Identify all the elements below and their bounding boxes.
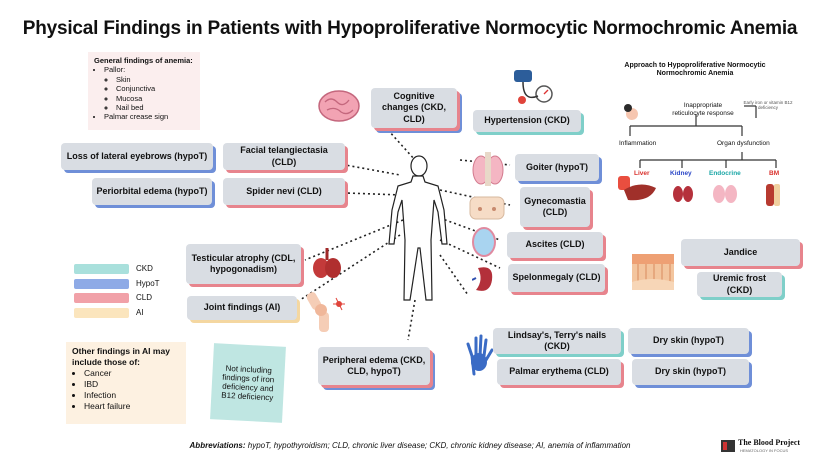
approach-inappropriate: Inappropriate reticulocyte response [672, 102, 734, 117]
nails-box: Lindsay's, Terry's nails (CKD) [493, 328, 621, 354]
lateral-eyebrows-box: Loss of lateral eyebrows (hypoT) [61, 143, 213, 170]
ai-item: Cancer [84, 368, 180, 379]
periorbital-edema-box: Periorbital edema (hypoT) [92, 178, 212, 205]
organ-label-liver: Liver [634, 170, 650, 177]
organ-label-kidney: Kidney [670, 170, 692, 177]
knee-joint-icon [306, 292, 345, 332]
uremic-frost-box: Uremic frost (CKD) [697, 272, 782, 297]
ascites-box: Ascites (CLD) [507, 232, 603, 258]
blood-pressure-icon [514, 70, 553, 104]
spider-nevi-box: Spider nevi (CLD) [223, 178, 345, 205]
approach-title: Approach to Hypoproliferative Normocytic… [624, 62, 766, 78]
goiter-box: Goiter (hypoT) [515, 154, 599, 181]
abbreviations-text: hypoT, hypothyroidism; CLD, chronic live… [245, 441, 631, 450]
abbreviations-line: Abbreviations: hypoT, hypothyroidism; CL… [0, 441, 820, 450]
book-logo-icon [721, 440, 735, 452]
ai-item: IBD [84, 379, 180, 390]
logo-name: The Blood Project [738, 438, 801, 447]
general-findings-heading: General findings of anemia: [94, 56, 193, 65]
brain-icon [318, 90, 360, 122]
legend-swatch-ai [74, 308, 129, 318]
legend-swatch-hypot [74, 279, 129, 289]
logo-subtitle: HEMATOLOGY IN FOCUS [740, 448, 789, 453]
legend-label-ckd: CKD [136, 264, 153, 273]
abdomen-icon [472, 227, 496, 257]
dry-skin-box: Dry skin (hypoT) [628, 328, 749, 354]
pallor-item: Mucosa [116, 94, 194, 103]
splenomegaly-box: Spelonmegaly (CLD) [508, 264, 605, 292]
gynecomastia-box: Gynecomastia (CLD) [520, 187, 590, 227]
chest-icon [469, 196, 505, 220]
approach-organ: Organ dysfunction [717, 140, 770, 147]
legend-label-ai: AI [136, 308, 144, 317]
skin-layers-icon [632, 254, 674, 290]
ai-item: Infection [84, 390, 180, 401]
hand-icon [466, 334, 494, 376]
legend-label-hypot: HypoT [136, 279, 160, 288]
human-figure-icon [388, 155, 448, 301]
facial-telangiectasia-box: Facial telangiectasia (CLD) [223, 143, 345, 170]
approach-inflammation: Inflammation [619, 140, 657, 147]
pallor-item: Nail bed [116, 103, 194, 112]
organ-label-endocrine: Endocrine [709, 170, 741, 177]
palmar-crease-item: Palmar crease sign [104, 112, 194, 121]
sticky-note: Not including findings of iron deficienc… [210, 343, 286, 423]
thyroid-icon [472, 152, 504, 186]
approach-flowchart [618, 104, 780, 206]
testicle-icon [313, 248, 341, 278]
joint-findings-box: Joint findings (AI) [187, 296, 297, 320]
general-findings-panel: General findings of anemia: Pallor: Skin… [88, 52, 200, 130]
ai-other-findings-panel: Other findings in AI may include those o… [66, 342, 186, 424]
pallor-item: Skin [116, 75, 194, 84]
ai-heading: Other findings in AI may include those o… [72, 346, 170, 368]
jaundice-box: Jandice [681, 239, 800, 266]
legend-swatch-ckd [74, 264, 129, 274]
dry-skin-box: Dry skin (hypoT) [632, 359, 749, 385]
legend-swatch-cld [74, 293, 129, 303]
organ-label-bm: BM [769, 170, 780, 177]
page-title: Physical Findings in Patients with Hypop… [22, 18, 798, 39]
abbreviations-label: Abbreviations: [189, 441, 246, 450]
pallor-item: Conjunctiva [116, 84, 194, 93]
testicular-atrophy-box: Testicular atrophy (CDL, hypogonadism) [186, 244, 301, 284]
ai-item: Heart failure [84, 401, 180, 412]
palmar-erythema-box: Palmar erythema (CLD) [497, 359, 621, 385]
peripheral-edema-box: Peripheral edema (CKD, CLD, hypoT) [318, 347, 430, 385]
approach-early: Early iron or vitamin B12 deficiency [743, 100, 793, 111]
cognitive-changes-box: Cognitive changes (CKD, CLD) [371, 88, 457, 128]
hypertension-box: Hypertension (CKD) [473, 110, 581, 132]
spleen-icon [472, 267, 493, 291]
pallor-label: Pallor: [104, 65, 126, 75]
legend-label-cld: CLD [136, 293, 153, 302]
